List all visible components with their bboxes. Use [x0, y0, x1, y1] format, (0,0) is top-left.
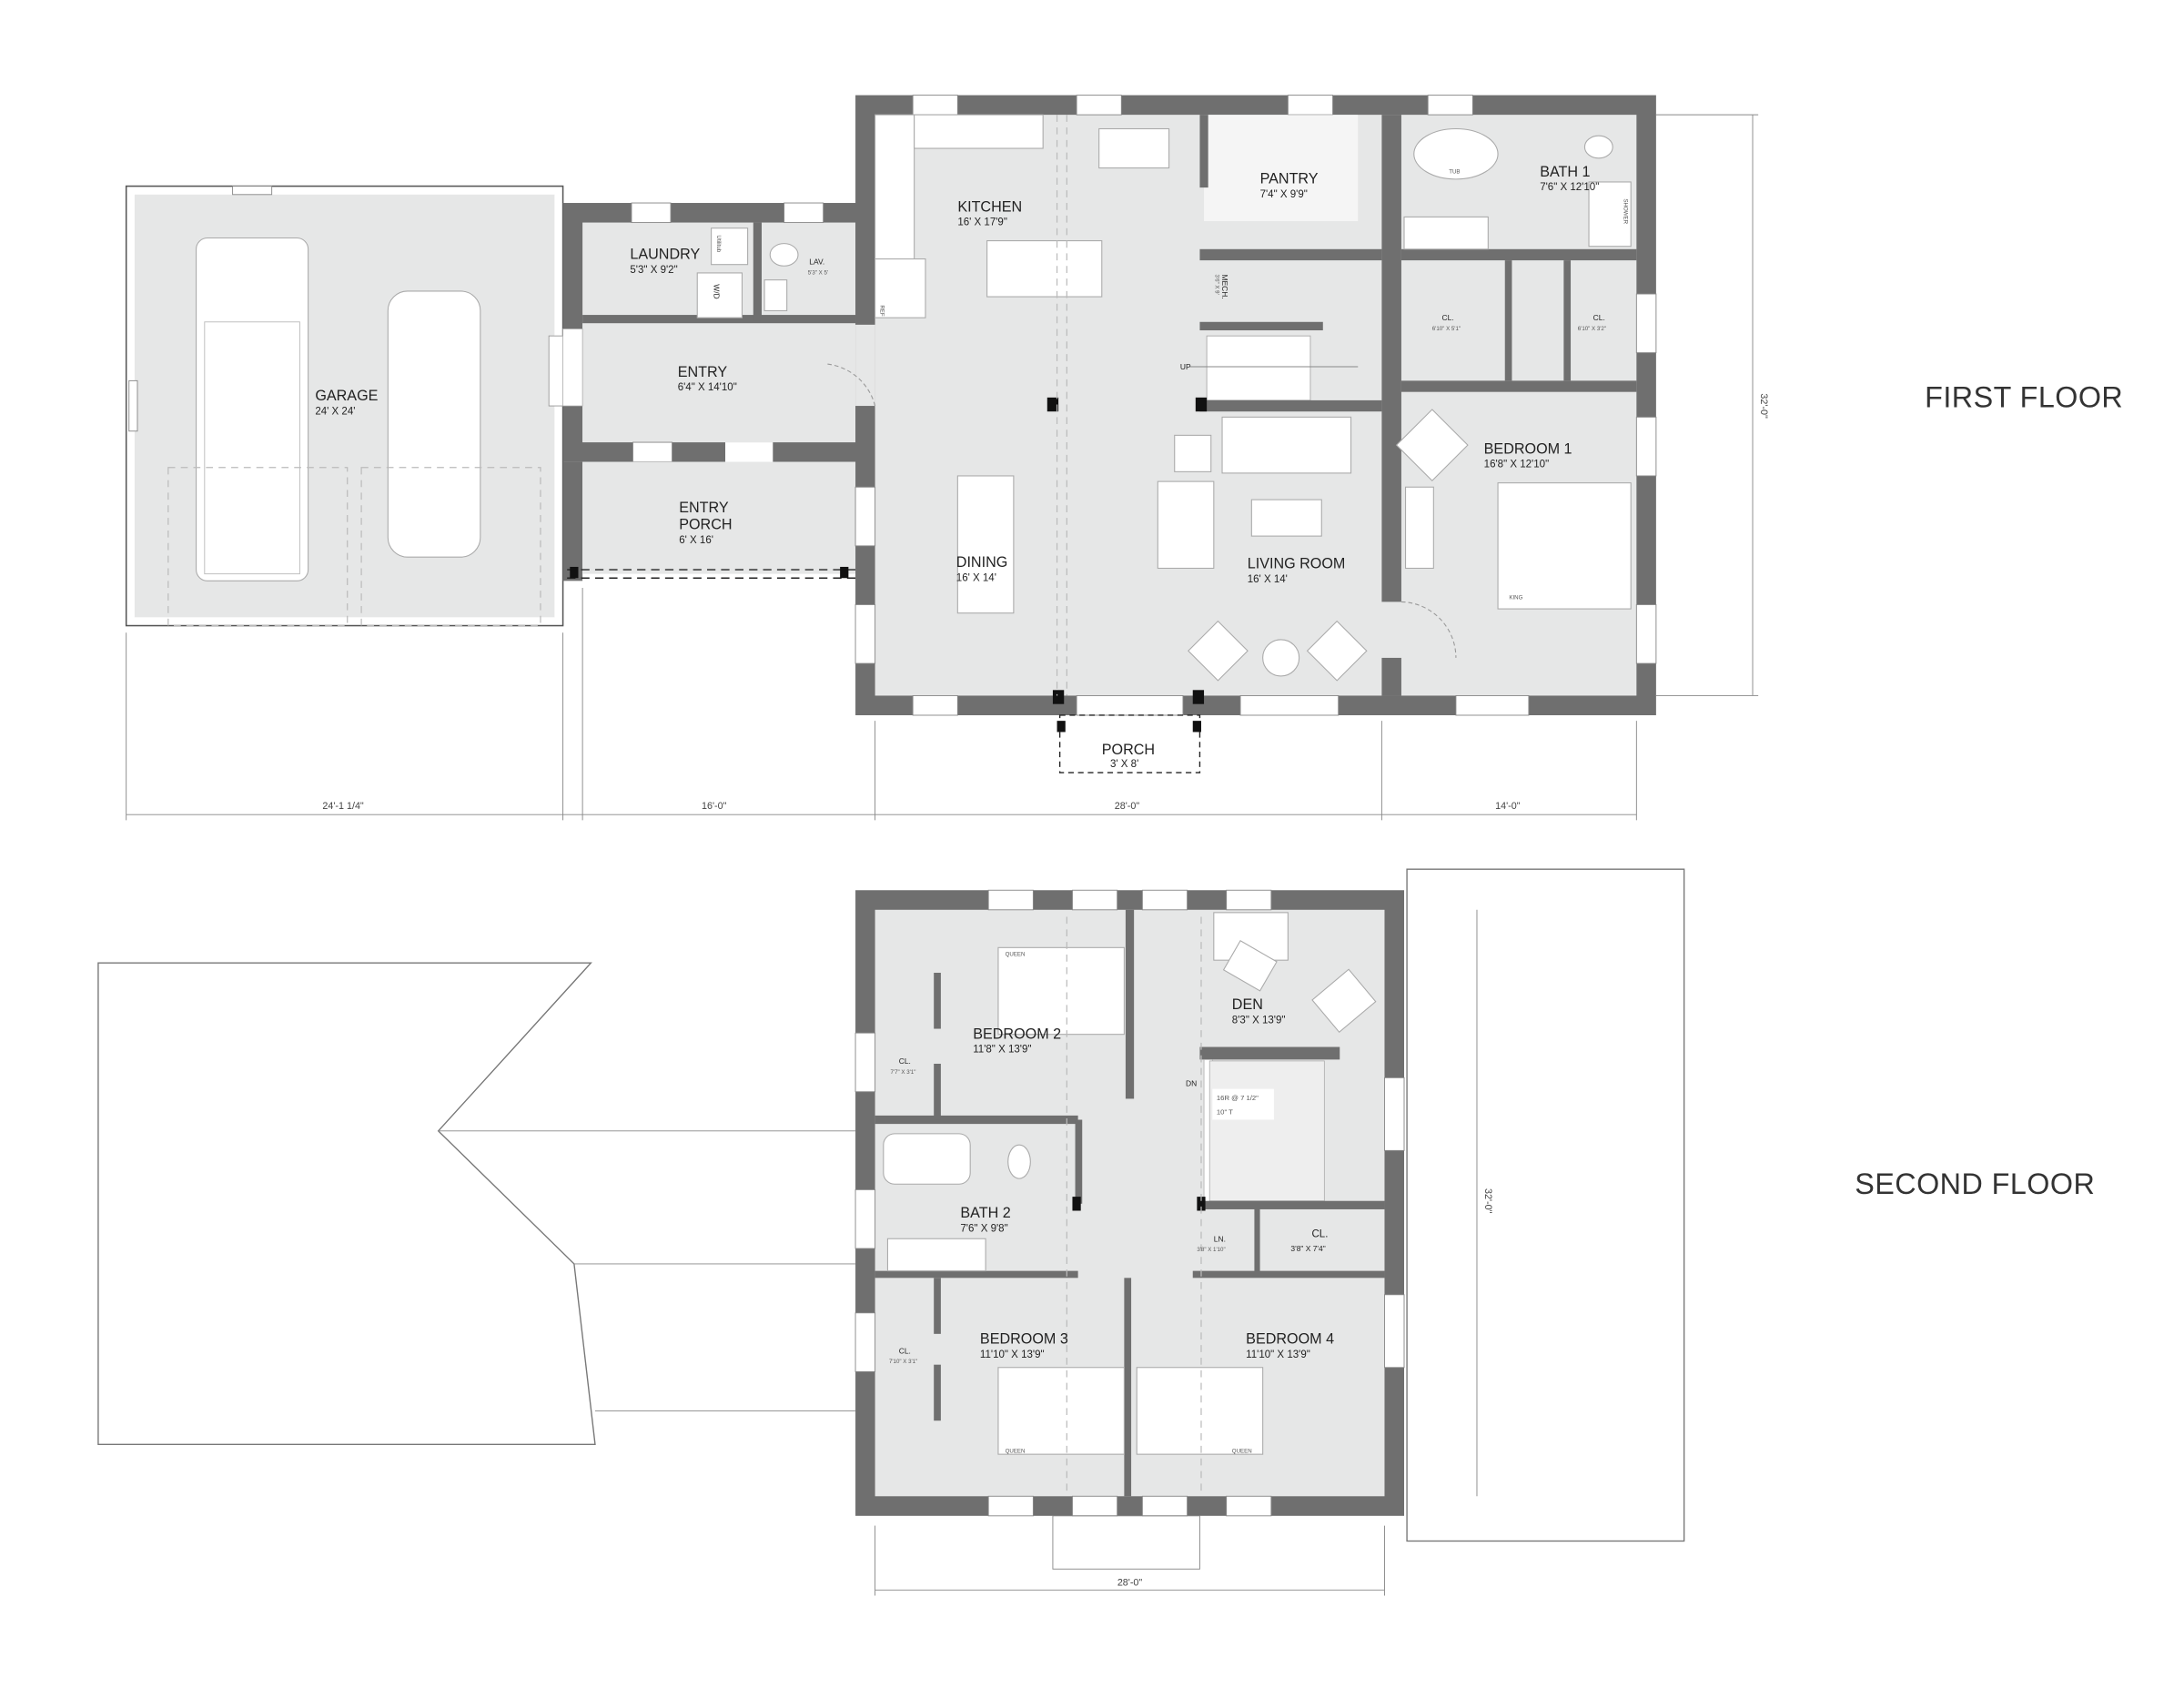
first-floor-plan: KITCHEN 16' X 17'9" PANTRY 7'4" X 9'9" B…: [125, 95, 2123, 821]
king-bed-label: KING: [1509, 594, 1522, 601]
queen-bed-icon: [997, 1367, 1125, 1455]
room-name-bath1: BATH 1: [1540, 164, 1590, 180]
first-floor-dimensions: 24'-1 1/4" 16'-0" 28'-0" 14'-0" 32'-0": [126, 114, 1769, 821]
room-size-mech: 3'6" X 9': [1213, 274, 1219, 294]
second-floor-title: SECOND FLOOR: [1855, 1167, 2095, 1200]
room-size-linen: 3'8" X 1'10": [1197, 1247, 1225, 1253]
stair: [1208, 1060, 1325, 1202]
room-name-bedroom2: BEDROOM 2: [973, 1026, 1061, 1042]
queen-label: QUEEN: [1006, 952, 1026, 958]
kitchen-island: [986, 240, 1103, 298]
main-house-first-floor: [825, 95, 1657, 773]
room-size-pantry: 7'4" X 9'9": [1260, 189, 1308, 200]
room-size-bedroom3: 11'10" X 13'9": [980, 1349, 1045, 1360]
room-name-closet-b2: CL.: [899, 1056, 911, 1066]
queen-label: QUEEN: [1232, 1449, 1252, 1455]
pickup-truck-icon: [196, 237, 309, 581]
car-icon: [387, 290, 481, 558]
room-name-bedroom1: BEDROOM 1: [1484, 440, 1572, 457]
room-size-bedroom1: 16'8" X 12'10": [1484, 460, 1549, 470]
room-size-closet-b3: 7'10" X 3'1": [889, 1359, 917, 1365]
room-name-entry-porch-2: PORCH: [679, 516, 732, 532]
room-name-kitchen: KITCHEN: [957, 198, 1022, 215]
room-name-mech: MECH.: [1220, 274, 1229, 298]
room-name-linen: LN.: [1214, 1234, 1226, 1243]
dim-house-width: 28'-0": [1115, 801, 1140, 812]
room-size-bedroom2: 11'8" X 13'9": [973, 1045, 1031, 1056]
sofa-icon: [1221, 416, 1352, 474]
room-name-bath2: BATH 2: [960, 1205, 1010, 1221]
room-size-garage: 24' X 24': [315, 406, 355, 417]
room-size-closet-2: 6'10" X 3'2": [1578, 326, 1606, 332]
double-vanity: [886, 1238, 986, 1272]
room-name-closet-b3: CL.: [899, 1346, 911, 1355]
room-size-bath2: 7'6" X 9'8": [960, 1224, 1007, 1235]
room-size-dining: 16' X 14': [956, 572, 996, 583]
room-size-entry: 6'4" X 14'10": [678, 382, 737, 393]
stair-up-note: UP: [1180, 362, 1191, 371]
room-name-porch: PORCH: [1102, 742, 1155, 758]
room-name-bedroom3: BEDROOM 3: [980, 1331, 1068, 1348]
second-floor-plan: BEDROOM 2 11'8" X 13'9" DEN 8'3" X 13'9"…: [97, 868, 2095, 1596]
stair-riser-note: 16R @ 7 1/2": [1217, 1094, 1259, 1102]
utility-tub-label: Utilitub: [715, 235, 722, 252]
room-size-porch: 3' X 8': [1110, 759, 1138, 770]
room-size-laundry: 5'3" X 9'2": [630, 265, 677, 276]
dining-table: [956, 475, 1015, 614]
room-size-bedroom4: 11'10" X 13'9": [1246, 1349, 1310, 1360]
room-name-dining: DINING: [956, 554, 1008, 571]
room-name-pantry: PANTRY: [1260, 170, 1319, 187]
tub-label: TUB: [1449, 169, 1460, 176]
room-name-entry-porch-1: ENTRY: [679, 500, 729, 516]
room-size-bath1: 7'6" X 12'10": [1540, 182, 1599, 193]
room-name-bedroom4: BEDROOM 4: [1246, 1331, 1334, 1348]
room-name-garage: GARAGE: [315, 388, 378, 404]
washer-dryer-label: W/D: [713, 284, 722, 298]
queen-label: QUEEN: [1006, 1449, 1026, 1455]
second-floor-dimensions: 28'-0" 32'-0": [875, 909, 1493, 1596]
dim-second-floor-depth: 32'-0": [1482, 1188, 1493, 1214]
room-name-den: DEN: [1232, 996, 1263, 1013]
stair-tread-note: 10" T: [1217, 1107, 1233, 1116]
room-size-kitchen: 16' X 17'9": [957, 217, 1007, 228]
shower-label: SHOWER: [1622, 198, 1628, 224]
bathtub-icon: [1413, 127, 1499, 180]
entry-wing: [562, 202, 875, 581]
stair-down-note: DN: [1186, 1079, 1197, 1088]
dim-garage-width: 24'-1 1/4": [322, 801, 363, 812]
room-name-closet-hall: CL.: [1311, 1229, 1328, 1240]
room-name-closet-2: CL.: [1593, 313, 1605, 322]
room-name-lav: LAV.: [809, 258, 824, 267]
room-size-lav: 5'3" X 5': [808, 269, 828, 276]
room-size-living: 16' X 14': [1248, 574, 1288, 585]
first-floor-title: FIRST FLOOR: [1925, 381, 2123, 414]
bathtub-icon: [883, 1133, 971, 1185]
king-bed-icon: [1497, 482, 1632, 610]
dim-bedroom-wing-width: 14'-0": [1495, 801, 1521, 812]
garage-roof-outline: [97, 962, 596, 1446]
room-size-den: 8'3" X 13'9": [1232, 1015, 1286, 1026]
room-name-laundry: LAUNDRY: [630, 247, 700, 263]
room-size-entry-porch: 6' X 16': [679, 535, 713, 546]
queen-bed-icon: [997, 946, 1125, 1036]
room-name-living: LIVING ROOM: [1248, 555, 1346, 571]
dim-second-floor-width: 28'-0": [1117, 1578, 1143, 1589]
room-name-entry: ENTRY: [678, 364, 728, 380]
dim-first-floor-depth: 32'-0": [1758, 393, 1769, 419]
room-size-closet-hall: 3'8" X 7'4": [1290, 1244, 1325, 1253]
room-size-closet-1: 6'10" X 5'1": [1432, 326, 1461, 332]
ref-label: REF: [879, 305, 885, 317]
coffee-table: [1250, 499, 1322, 537]
porch-roof-outline: [1406, 868, 1685, 1542]
room-size-closet-b2: 7'7" X 3'1": [891, 1069, 916, 1076]
toilet-icon: [1007, 1144, 1031, 1179]
dim-entry-width: 16'-0": [702, 801, 727, 812]
queen-bed-icon: [1136, 1367, 1264, 1455]
room-name-closet-1: CL.: [1442, 313, 1454, 322]
